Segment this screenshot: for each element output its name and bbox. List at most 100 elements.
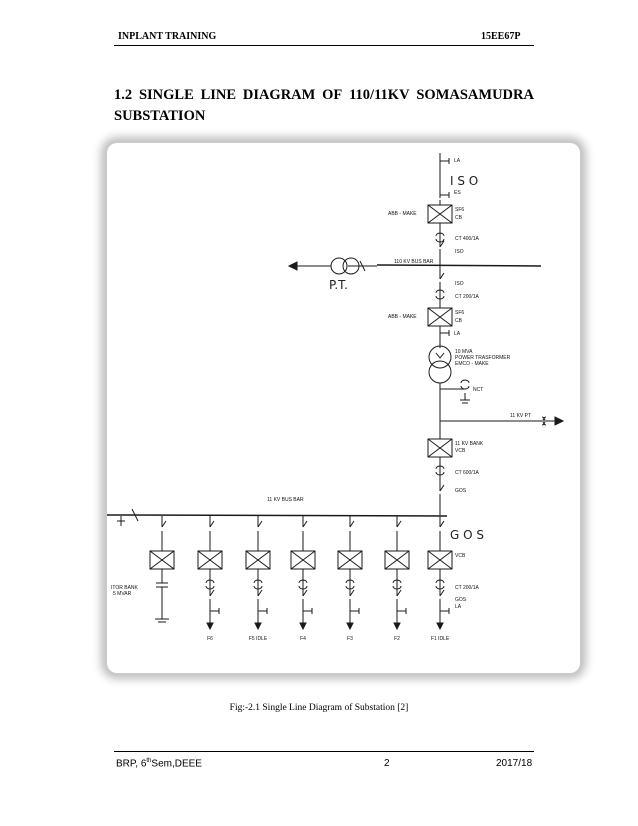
- feeder-arrow-icon: [436, 622, 444, 631]
- bus-11kv: [107, 514, 448, 517]
- header-left: INPLANT TRAINING: [118, 31, 217, 42]
- pt-11kv-arrow-icon: [554, 416, 565, 426]
- capacitor-bank-feeder: [149, 516, 175, 623]
- feeder-isolator-icon: [257, 520, 263, 528]
- section-title: 1.2 SINGLE LINE DIAGRAM OF 110/11KV SOMA…: [114, 85, 534, 127]
- bus-110kv: [376, 264, 542, 267]
- feeder-ct-icon: [298, 579, 308, 590]
- feeder-group: F6 F5 IDLE F4 F3 F2 F1 IDLE: [197, 516, 453, 642]
- feeder-isolator-icon: [439, 520, 445, 528]
- pt-110kv-coil-2: [342, 257, 360, 275]
- footer-rule: [114, 751, 534, 752]
- pt-arrow-icon: [287, 261, 298, 271]
- ct-mid-icon: [435, 289, 445, 300]
- nct-label: NCT: [473, 387, 483, 393]
- feeder-label: F4: [300, 636, 306, 642]
- nct-icon: [460, 379, 470, 390]
- feeder-isolator-icon: [396, 520, 402, 528]
- iso-mid-icon: [439, 272, 445, 280]
- feeder-label: F1 IDLE: [431, 636, 450, 642]
- footer-left: BRP, 6thSem,DEEE: [116, 758, 202, 769]
- power-transformer-primary: [428, 345, 452, 369]
- capacitor-bank-rating: 5 MVAR: [113, 591, 132, 597]
- title-word: SINGLE: [138, 87, 194, 103]
- title-line-2: SUBSTATION: [114, 108, 206, 124]
- bus-110kv-label: 110 KV BUS BAR: [394, 259, 434, 265]
- feeder-ct-icon: [205, 579, 215, 590]
- footer-year: 2017/18: [496, 758, 533, 769]
- pt-handwritten-label: P.T.: [329, 278, 348, 292]
- feeder-label: F5 IDLE: [249, 636, 268, 642]
- gos-handwritten-label: G O S: [450, 528, 484, 542]
- cb-upper-label: CB: [455, 215, 463, 221]
- feeder-ct-icon: [345, 579, 355, 590]
- iso-upper-label: ISO: [455, 249, 464, 255]
- es-label: ES: [454, 190, 461, 196]
- title-line-1: 1.2 SINGLE LINE DIAGRAM OF 110/11KV SOMA…: [114, 85, 534, 106]
- feeder-breaker-cross: [290, 550, 316, 570]
- feeder-arrow-icon: [393, 622, 401, 631]
- header-course-code: 15EE67P: [481, 31, 521, 42]
- ct-upper-icon: [435, 232, 445, 243]
- feeder-label: F6: [207, 636, 213, 642]
- title-number: 1.2: [114, 87, 133, 103]
- title-word: DIAGRAM: [242, 87, 316, 103]
- title-word: OF: [322, 87, 343, 103]
- la-top-label: LA: [454, 158, 461, 164]
- page-number: 2: [384, 758, 390, 769]
- abb-make-lower-label: ABB - MAKE: [388, 314, 417, 320]
- feeder-la-label: LA: [455, 604, 462, 610]
- feeder-gos-icon: [396, 589, 402, 597]
- cb-lower-label: CB: [455, 318, 463, 324]
- iso-mid-label: ISO: [455, 281, 464, 287]
- single-line-diagram: F6 F5 IDLE F4 F3 F2 F1 IDLE LA I S O ES ABB -…: [107, 153, 565, 642]
- sf6-upper-label: SF6: [455, 207, 464, 213]
- feeder-gos-icon: [257, 589, 263, 597]
- ct-incomer-icon: [435, 465, 445, 476]
- header-rule: [114, 45, 534, 46]
- abb-make-upper-label: ABB - MAKE: [388, 211, 417, 217]
- transformer-make-label: EMCO - MAKE: [455, 361, 489, 367]
- feeder-ct-label: CT 200/1A: [455, 585, 479, 591]
- pt-110kv-coil-1: [330, 257, 348, 275]
- title-word: 110/11KV: [349, 87, 410, 103]
- bus-11kv-label: 11 KV BUS BAR: [267, 497, 304, 503]
- capacitor-bank-label: ITOR BANK: [111, 585, 139, 591]
- title-word: SOMASAMUDRA: [416, 87, 534, 103]
- single-line-diagram-figure: F6 F5 IDLE F4 F3 F2 F1 IDLE LA I S O ES ABB -…: [107, 143, 580, 673]
- power-transformer-secondary: [428, 360, 452, 384]
- feeder-arrow-icon: [206, 622, 214, 631]
- feeder-vcb-label: VCB: [455, 553, 466, 559]
- figure-caption: Fig:-2.1 Single Line Diagram of Substati…: [229, 703, 409, 713]
- feeder-isolator-icon: [302, 520, 308, 528]
- sf6-lower-label: SF6: [455, 310, 464, 316]
- transformer-vector-icon: [435, 352, 445, 359]
- feeder-arrow-icon: [254, 622, 262, 631]
- footer-author: BRP, 6: [116, 758, 147, 770]
- title-word: LINE: [200, 87, 237, 103]
- footer-sup: th: [146, 758, 152, 764]
- feeder-label: F2: [394, 636, 400, 642]
- gos-incomer-label: GOS: [455, 488, 467, 494]
- feeder-ct-icon: [392, 579, 402, 590]
- feeder-arrow-icon: [299, 622, 307, 631]
- feeder-label: F3: [347, 636, 353, 642]
- la-mid-label: LA: [454, 331, 461, 337]
- feeder-breaker-cross: [245, 550, 271, 570]
- feeder-breaker-cross: [197, 550, 223, 570]
- feeder-breaker-cross: [384, 550, 410, 570]
- feeder-arrow-icon: [346, 622, 354, 631]
- ct-mid-label: CT 200/1A: [455, 294, 479, 300]
- iso-handwritten-label: I S O: [450, 174, 478, 188]
- feeder-ct-icon: [253, 579, 263, 590]
- footer-dept: Sem,DEEE: [151, 758, 202, 770]
- feeder-isolator-icon: [209, 520, 215, 528]
- feeder-isolator-icon: [349, 520, 355, 528]
- feeder-gos-icon: [349, 589, 355, 597]
- feeder-gos-label: GOS: [455, 597, 467, 603]
- bank-11kv-label: 11 KV BANK: [455, 441, 484, 447]
- feeder-ct-icon: [435, 579, 445, 590]
- vcb-incomer-label: VCB: [455, 448, 466, 454]
- feeder-gos-icon: [209, 589, 215, 597]
- feeder-gos-icon: [439, 589, 445, 597]
